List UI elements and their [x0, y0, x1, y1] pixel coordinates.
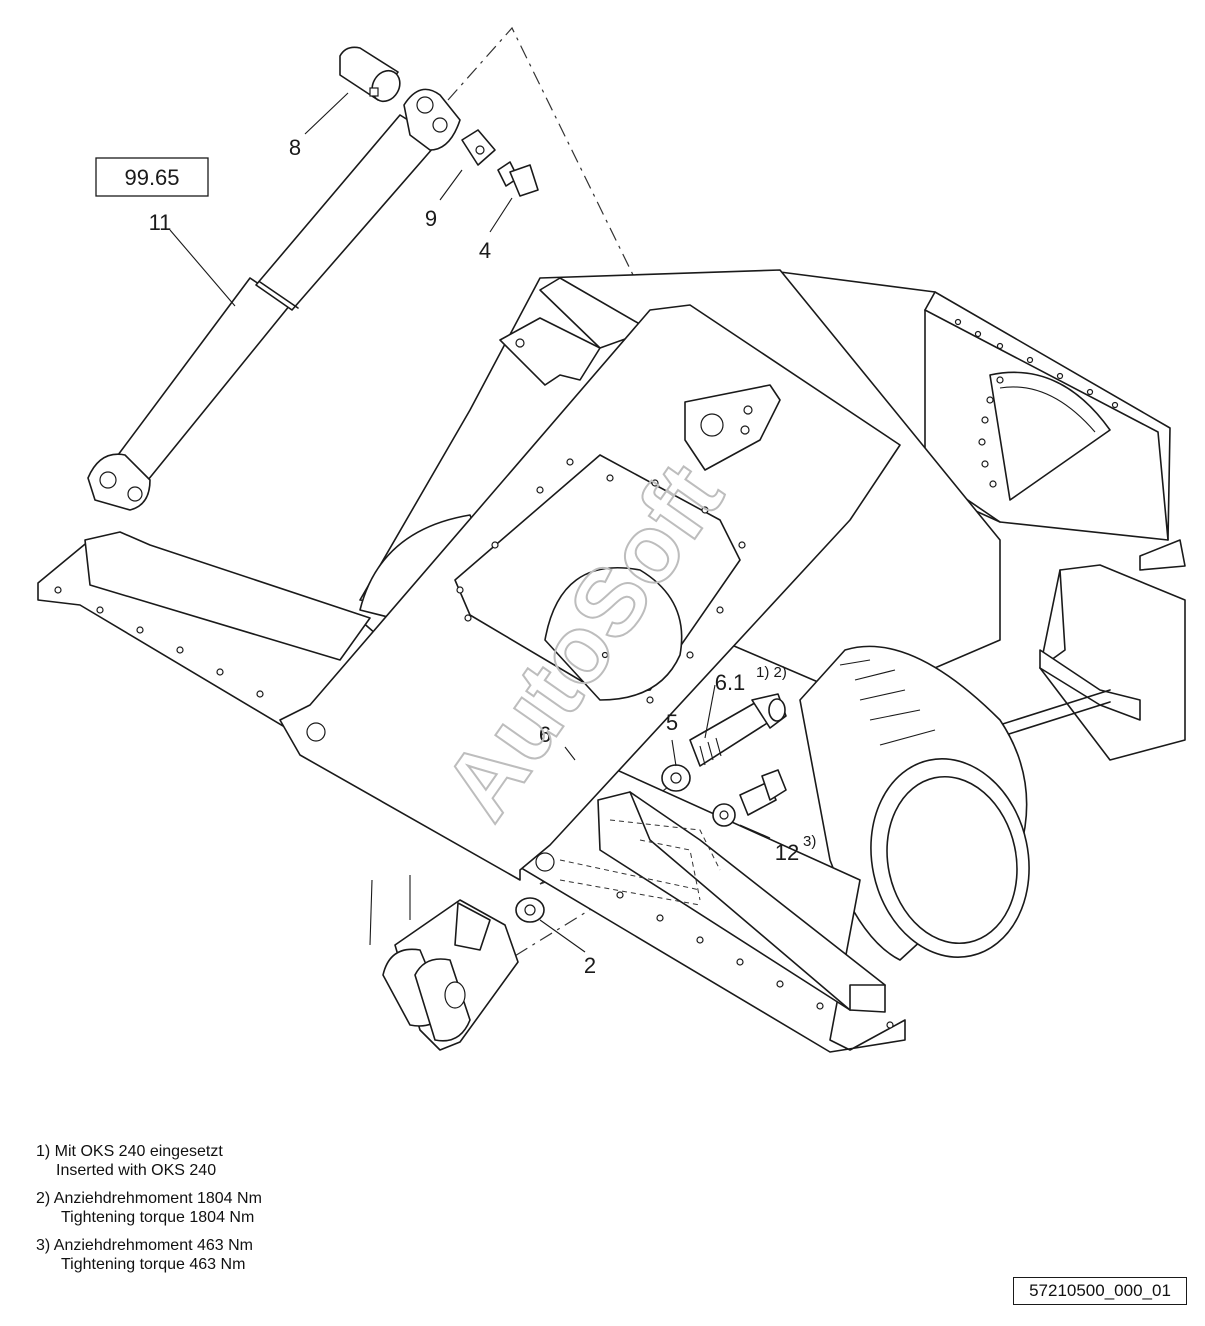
footnote-3: 3) Anziehdrehmoment 463 Nm Tightening to… [36, 1236, 262, 1274]
footnote-1-line-2: Inserted with OKS 240 [56, 1162, 217, 1179]
callout-5: 5 [666, 710, 678, 735]
leader-lines [169, 92, 771, 953]
exploded-parts-diagram: 99.65 11 8 9 4 6 5 6.1 1) 2) 12 3) 2 Aut… [37, 26, 1186, 1053]
callout-8: 8 [289, 135, 301, 160]
footnote-2-line-2: Tightening torque 1804 Nm [61, 1209, 255, 1226]
callout-6: 6 [539, 722, 551, 747]
washer-5 [661, 764, 691, 792]
callout-6-1: 6.1 [715, 670, 746, 695]
footnote-3-line-1: 3) Anziehdrehmoment 463 Nm [36, 1237, 253, 1254]
hidden-lines [559, 819, 721, 906]
reference-box-label: 99.65 [124, 165, 179, 190]
box-bolt-holes [954, 318, 1119, 488]
callout-6-1-notes: 1) 2) [756, 664, 787, 681]
washer-2 [515, 897, 545, 923]
reference-box [95, 157, 209, 197]
washer-12 [712, 803, 736, 827]
pivot-hole-right [535, 852, 555, 872]
bolt-12 [739, 769, 787, 816]
footnote-1-line-1: 1) Mit OKS 240 eingesetzt [36, 1143, 223, 1160]
bolt-4 [497, 161, 539, 197]
pivot-hole-left [306, 722, 326, 742]
sloped-arm [279, 304, 901, 881]
footnote-2: 2) Anziehdrehmoment 1804 Nm Tightening t… [36, 1189, 262, 1227]
hydraulic-cylinder-11 [87, 88, 461, 511]
wedge-arm [597, 791, 886, 1013]
callout-11: 11 [149, 210, 172, 235]
window-bolt-holes [456, 458, 746, 704]
callout-2: 2 [584, 953, 596, 978]
clevis-bracket [369, 875, 519, 1051]
footnote-3-line-2: Tightening torque 463 Nm [61, 1256, 246, 1273]
callout-12-notes: 3) [803, 833, 816, 850]
document-id-box: 57210500_000_01 [1013, 1277, 1187, 1305]
pin-8 [339, 46, 401, 103]
callout-9: 9 [425, 206, 437, 231]
footnote-1: 1) Mit OKS 240 eingesetzt Inserted with … [36, 1142, 262, 1180]
foot-bolt-holes [54, 586, 894, 1029]
footnotes: 1) Mit OKS 240 eingesetzt Inserted with … [36, 1142, 262, 1283]
clip-9 [461, 129, 496, 166]
callout-12: 12 [775, 840, 799, 865]
bolt-6-1 [689, 693, 787, 767]
footnote-2-line-1: 2) Anziehdrehmoment 1804 Nm [36, 1190, 262, 1207]
callout-4: 4 [479, 238, 491, 263]
